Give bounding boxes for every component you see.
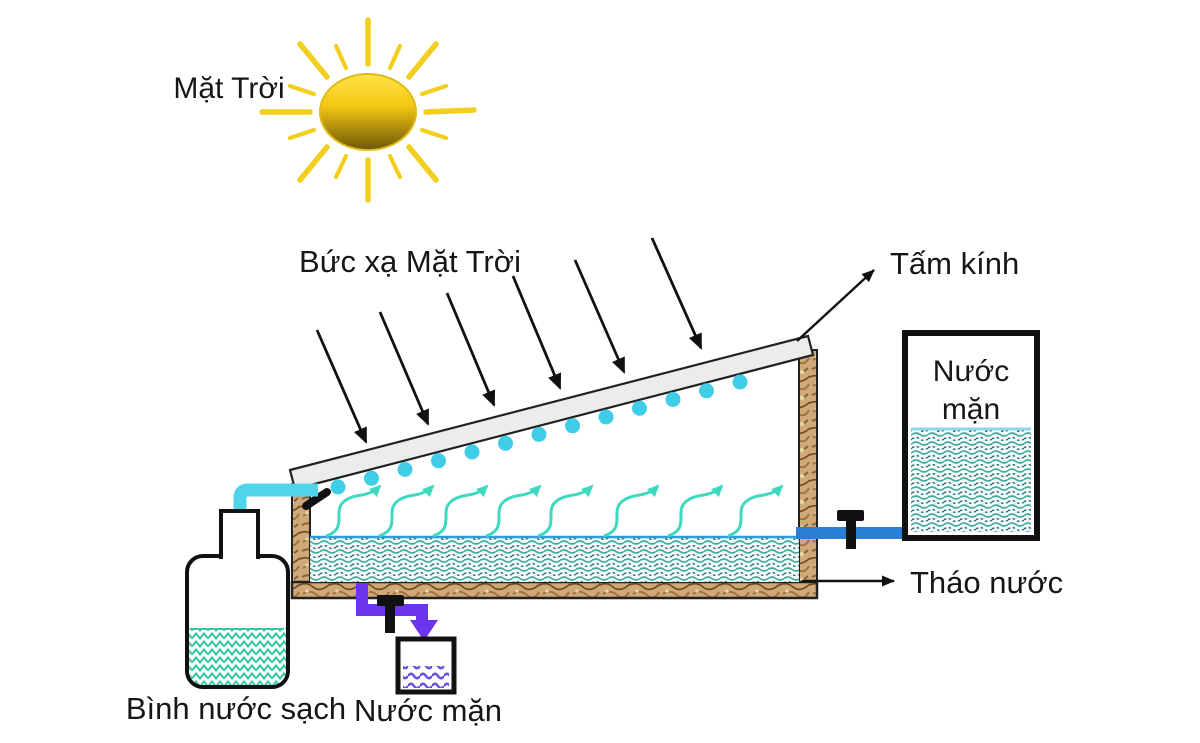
brine-cup (395, 636, 457, 695)
salt-water-tank (902, 330, 1040, 541)
radiation-arrow (573, 259, 626, 374)
sun-label: Mặt Trời (173, 72, 284, 105)
bottle-label: Bình nước sạch (126, 691, 346, 726)
basin-water (310, 537, 799, 582)
glass-label: Tấm kính (890, 246, 1019, 281)
bottle-water (189, 628, 286, 685)
vapor-arrows (325, 484, 784, 538)
valve-handle (837, 510, 864, 521)
drain-label: Tháo nước (910, 565, 1063, 600)
brine-drain-pipe (356, 583, 438, 641)
condensate-droplet (330, 479, 346, 495)
purple-pipe-arrowhead (410, 620, 438, 641)
radiation-label: Bức xạ Mặt Trời (299, 244, 521, 279)
tank-label-line1: Nước (933, 355, 1009, 388)
vapor-arrow (727, 484, 784, 538)
cup-water (403, 666, 449, 688)
condensate-droplet (464, 444, 480, 460)
condensate-droplet (498, 435, 513, 451)
vapor-arrow (603, 484, 660, 538)
vapor-arrow (378, 484, 435, 538)
vapor-arrow (325, 484, 382, 538)
vapor-arrow (432, 484, 489, 538)
bottle-neck (219, 509, 260, 559)
condensate-droplet (364, 470, 379, 486)
glass-leader-arrow (796, 269, 875, 342)
sun-ray (419, 83, 449, 97)
condensate-droplet (665, 392, 681, 407)
sun-body (319, 73, 417, 151)
sun-ray (387, 43, 403, 71)
purple-valve (377, 595, 404, 633)
sun-ray (423, 107, 477, 115)
sun-ray (287, 127, 317, 141)
radiation-arrow (650, 237, 703, 350)
glass-cover (288, 334, 815, 491)
condensate-pipe (233, 483, 318, 514)
condensate-droplet (632, 400, 647, 416)
valve-handle (377, 595, 404, 606)
blue-valve (837, 510, 864, 549)
sun-ray (333, 153, 349, 180)
sun-ray (419, 127, 449, 141)
vapor-arrow (667, 484, 724, 538)
condensate-gutter (302, 488, 331, 510)
sun-ray (287, 83, 317, 97)
radiation-arrow (511, 275, 562, 390)
condensate-droplet (531, 427, 547, 442)
feed-pipe (796, 510, 905, 549)
condensate-droplet (565, 418, 580, 434)
sun-ray (333, 43, 349, 71)
condensate-droplet (732, 374, 748, 390)
tank-water (911, 429, 1031, 532)
radiation-arrows (315, 237, 703, 444)
sun-ray (406, 144, 439, 183)
radiation-arrow (378, 311, 430, 426)
condensate-droplet (699, 383, 714, 399)
clean-water-bottle (185, 509, 290, 689)
condensate-droplet (431, 453, 446, 469)
sun-icon (259, 17, 477, 203)
tank-label-line2: mặn (942, 393, 1000, 426)
condensate-droplets (330, 374, 748, 495)
radiation-arrow (445, 292, 496, 407)
cup-label: Nước mặn (354, 693, 502, 728)
sun-ray (387, 153, 403, 180)
vapor-arrow (485, 484, 542, 538)
basin-floor (290, 580, 819, 600)
sun-rays (259, 17, 477, 203)
radiation-arrow (315, 329, 368, 444)
sun-ray (406, 41, 439, 80)
sun-ray (297, 41, 330, 80)
vapor-arrow (537, 484, 594, 538)
condensate-droplet (397, 462, 413, 477)
sun-ray (297, 144, 330, 183)
basin-right-wall (798, 349, 818, 599)
valve-stem (846, 521, 856, 549)
valve-stem (385, 606, 395, 633)
condensate-droplet (598, 409, 614, 425)
